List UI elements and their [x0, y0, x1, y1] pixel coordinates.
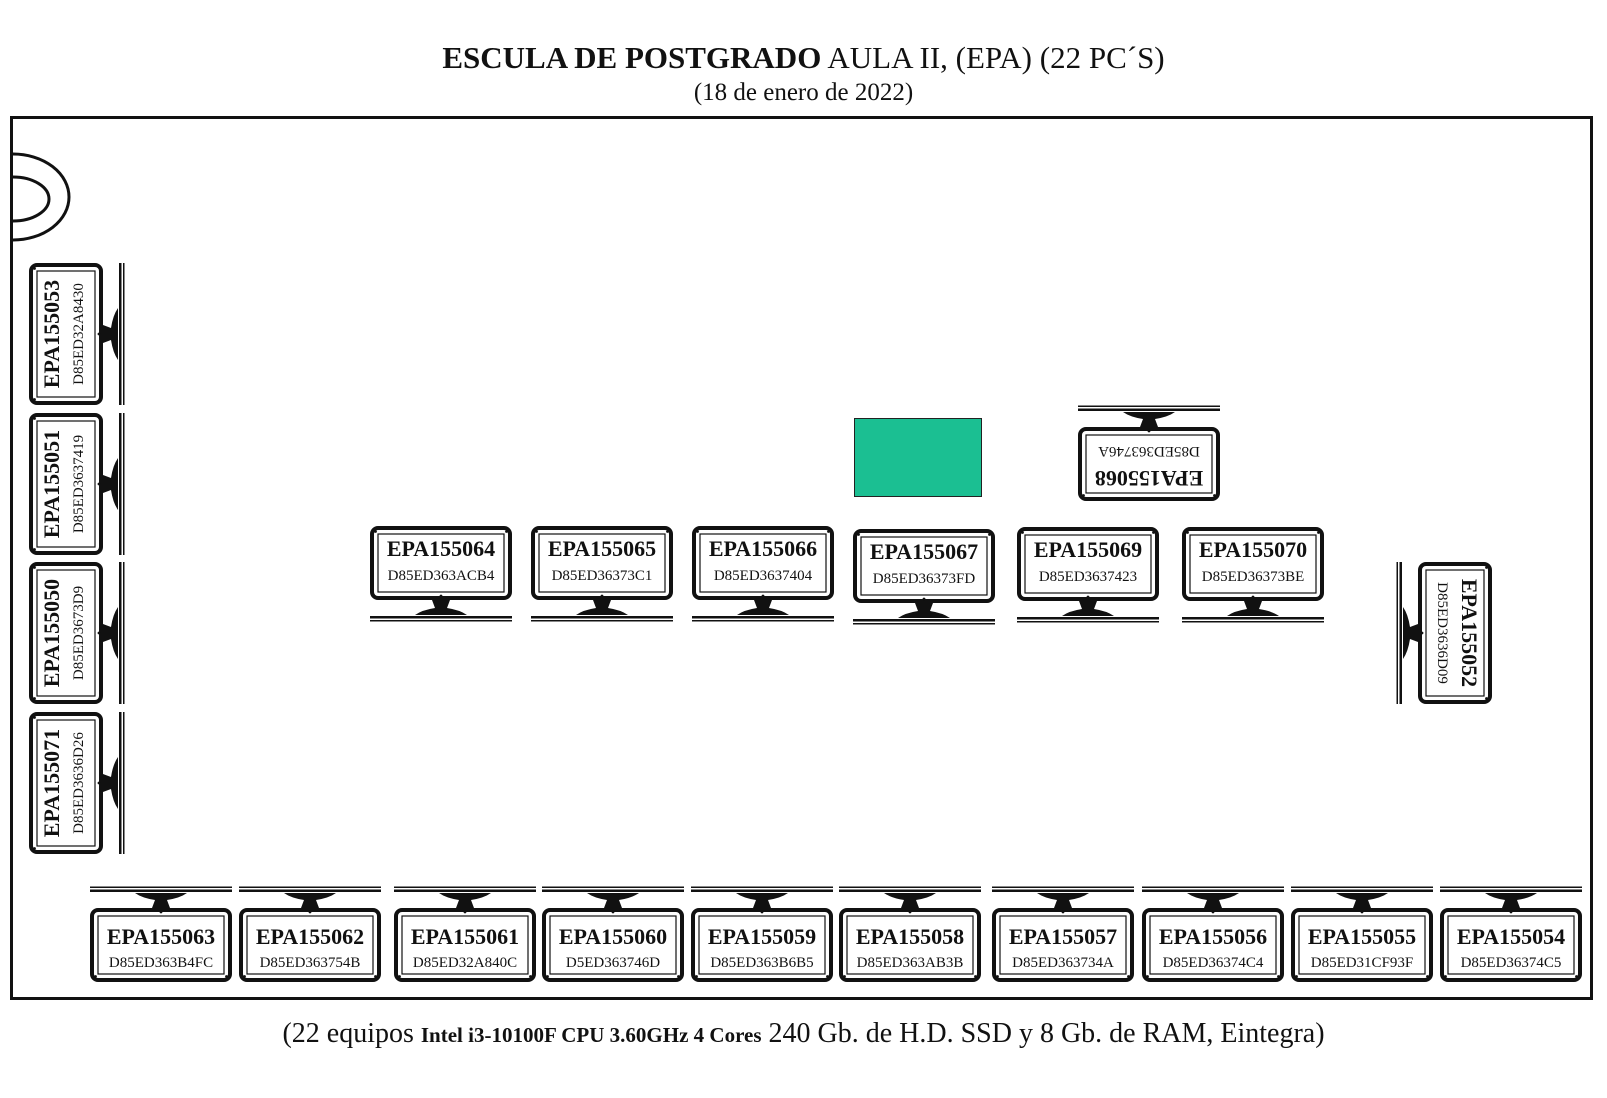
station-mac: D85ED36374C4 [1162, 955, 1264, 971]
page-title: ESCULA DE POSTGRADO AULA II, (EPA) (22 P… [0, 40, 1607, 76]
workstation: EPA155050 D85ED3673D9 [29, 562, 125, 704]
specs-prefix: (22 equipos [282, 1018, 421, 1049]
station-mac: D85ED3637419 [71, 434, 87, 534]
station-name: EPA155067 [869, 539, 979, 564]
station-mac: D85ED3636D26 [71, 732, 87, 834]
station-name: EPA155070 [1198, 537, 1308, 562]
station-name: EPA155063 [106, 924, 216, 949]
title-bold: ESCULA DE POSTGRADO [442, 40, 822, 75]
teacher-desk [854, 418, 982, 497]
workstation: EPA155051 D85ED3637419 [29, 413, 125, 555]
station-name: EPA155064 [386, 536, 496, 561]
workstation: EPA155053 D85ED32A8430 [29, 263, 125, 405]
specs-footer: (22 equipos Intel i3-10100F CPU 3.60GHz … [0, 1017, 1607, 1052]
station-name: EPA155069 [1033, 537, 1143, 562]
station-mac: D5ED363746D [565, 955, 661, 971]
station-mac: D85ED3637423 [1038, 569, 1138, 585]
specs-suffix: 240 Gb. de H.D. SSD y 8 Gb. de RAM, Eint… [761, 1018, 1325, 1049]
station-name: EPA155051 [39, 429, 64, 539]
station-name: EPA155058 [855, 924, 965, 949]
workstation: EPA155068 D85ED363746A [1078, 405, 1220, 501]
station-mac: D85ED363746A [1098, 443, 1200, 459]
station-mac: D85ED363B4FC [108, 955, 214, 971]
station-mac: D85ED3673D9 [71, 585, 87, 681]
station-mac: D85ED363734A [1012, 955, 1114, 971]
station-mac: D85ED32A8430 [71, 283, 87, 385]
station-mac: D85ED36373BE [1201, 569, 1305, 585]
station-mac: D85ED31CF93F [1310, 955, 1414, 971]
station-name: EPA155071 [39, 728, 64, 838]
door-arc-icon [13, 152, 71, 242]
station-mac: D85ED32A840C [412, 955, 518, 971]
station-mac: D85ED363AB3B [856, 955, 964, 971]
station-mac: D85ED36373C1 [551, 568, 653, 584]
station-name: EPA155057 [1008, 924, 1118, 949]
station-name: EPA155068 [1094, 466, 1204, 491]
station-name: EPA155052 [1457, 578, 1482, 688]
station-name: EPA155050 [39, 578, 64, 688]
station-name: EPA155062 [255, 924, 365, 949]
station-name: EPA155055 [1307, 924, 1417, 949]
station-name: EPA155065 [547, 536, 657, 561]
station-mac: D85ED363ACB4 [387, 568, 495, 584]
station-name: EPA155056 [1158, 924, 1268, 949]
station-mac: D85ED363B6B5 [710, 955, 814, 971]
station-name: EPA155061 [410, 924, 520, 949]
station-mac: D85ED36373FD [872, 571, 976, 587]
classroom-floor-plan [10, 116, 1593, 1000]
station-mac: D85ED363754B [259, 955, 361, 971]
page-date: (18 de enero de 2022) [693, 79, 914, 106]
station-name: EPA155059 [707, 924, 817, 949]
station-name: EPA155066 [708, 536, 818, 561]
title-rest: AULA II, (EPA) (22 PC´S) [821, 40, 1165, 75]
station-mac: D85ED36374C5 [1460, 955, 1562, 971]
station-name: EPA155053 [39, 279, 64, 389]
station-name: EPA155054 [1456, 924, 1566, 949]
specs-cpu: Intel i3-10100F CPU 3.60GHz 4 Cores [420, 1023, 762, 1047]
station-mac: D85ED3636D09 [1434, 582, 1450, 684]
station-name: EPA155060 [558, 924, 668, 949]
station-mac: D85ED3637404 [713, 568, 813, 584]
workstation: EPA155071 D85ED3636D26 [29, 712, 125, 854]
workstation: EPA155052 D85ED3636D09 [1396, 562, 1492, 704]
